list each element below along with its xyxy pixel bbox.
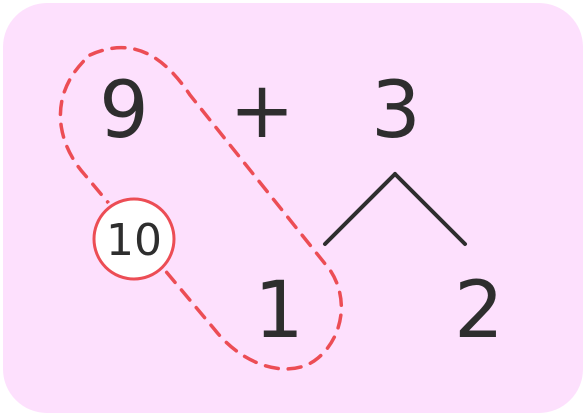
ten-label: 10 bbox=[106, 215, 162, 266]
grouping-loop bbox=[58, 46, 344, 371]
part-one: 1 bbox=[254, 266, 304, 356]
plus-operator: + bbox=[229, 66, 294, 156]
branch-line-right bbox=[393, 172, 467, 246]
first-addend: 9 bbox=[99, 66, 149, 156]
card-background bbox=[3, 3, 583, 413]
branch-line-left bbox=[323, 172, 397, 246]
second-addend: 3 bbox=[371, 66, 421, 156]
ten-circle bbox=[92, 197, 176, 281]
part-two: 2 bbox=[454, 266, 504, 356]
